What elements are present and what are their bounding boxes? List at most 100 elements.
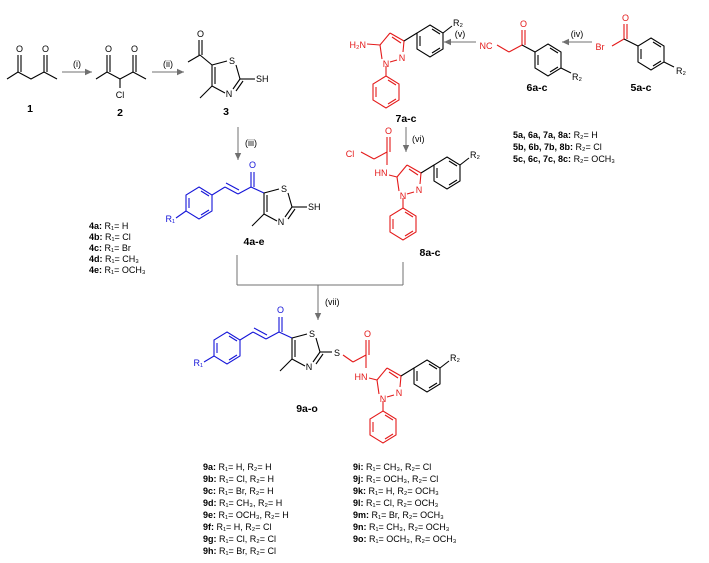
atom-label: S — [309, 329, 315, 339]
atom-label: R₂ — [470, 150, 480, 160]
svg-text:9j: R₁= OCH₃, R₂= Cl: 9j: R₁= OCH₃, R₂= Cl — [353, 474, 438, 484]
legend-4-sub: R₁= CH₃ — [105, 254, 139, 264]
atom-label: N — [400, 191, 407, 201]
atom-label: R₂ — [572, 72, 582, 82]
compound-1-structure: O O — [6, 44, 58, 80]
atom-label: O — [131, 44, 138, 54]
compound-2-label: 2 — [117, 107, 123, 119]
legend-5-sub: R₂= OCH₃ — [574, 154, 616, 164]
svg-text:9m: R₁= Br, R₂= OCH₃: 9m: R₁= Br, R₂= OCH₃ — [353, 510, 444, 520]
step-iii-label: (iii) — [245, 138, 257, 148]
legend-5-sub: R₂= Cl — [576, 142, 602, 152]
legend-9-id: 9c: — [203, 486, 216, 496]
legend-9-id: 9k: — [353, 486, 366, 496]
legend-9-id: 9j: — [353, 474, 364, 484]
legend-9-id: 9i: — [353, 462, 364, 472]
atom-label: R₁ — [165, 214, 175, 224]
svg-text:9b: R₁= Cl, R₂= H: 9b: R₁= Cl, R₂= H — [203, 474, 274, 484]
legend-9-id: 9m: — [353, 510, 369, 520]
atom-label: Br — [596, 42, 605, 52]
legend-9-sub: R₁= Br, R₂= H — [219, 486, 274, 496]
legend-9-sub: R₁= Br, R₂= Cl — [219, 546, 276, 556]
legend-9-id: 9e: — [203, 510, 216, 520]
compound-2-structure: O O Cl — [95, 44, 147, 100]
svg-text:9e: R₁= OCH₃, R₂= H: 9e: R₁= OCH₃, R₂= H — [203, 510, 289, 520]
svg-text:9l: R₁= Cl, R₂= OCH₃: 9l: R₁= Cl, R₂= OCH₃ — [353, 498, 439, 508]
legend-4-sub: R₁= OCH₃ — [105, 265, 146, 275]
atom-label: N — [226, 89, 233, 99]
step-v-label: (v) — [455, 29, 466, 39]
compound-1-label: 1 — [27, 103, 33, 115]
compound-5-structure: Br O R₂ — [596, 13, 687, 76]
legend-5-id: 5c, 6c, 7c, 8c: — [513, 154, 571, 164]
legend-9-sub: R₁= CH₃, R₂= H — [219, 498, 282, 508]
svg-text:9h: R₁= Br, R₂= Cl: 9h: R₁= Br, R₂= Cl — [203, 546, 276, 556]
svg-text:9d: R₁= CH₃, R₂= H: 9d: R₁= CH₃, R₂= H — [203, 498, 282, 508]
atom-label: O — [520, 19, 527, 29]
svg-text:4a: R₁= H: 4a: R₁= H — [89, 221, 128, 231]
svg-text:9f: R₁= H, R₂= Cl: 9f: R₁= H, R₂= Cl — [203, 522, 272, 532]
svg-text:9n: R₁= CH₃, R₂= OCH₃: 9n: R₁= CH₃, R₂= OCH₃ — [353, 522, 450, 532]
legend-9-sub: R₁= H, R₂= H — [219, 462, 272, 472]
compound-3-structure: O S N SH — [187, 29, 269, 99]
convergence-lines — [236, 255, 404, 286]
compound-6-label: 6a-c — [526, 82, 547, 94]
atom-label: SH — [308, 202, 321, 212]
legend-9-sub: R₁= H, R₂= OCH₃ — [369, 486, 440, 496]
atom-label: HN — [355, 372, 368, 382]
atom-label: N — [416, 185, 423, 195]
atom-label: O — [105, 44, 112, 54]
legend-9-sub: R₁= Br, R₂= OCH₃ — [372, 510, 445, 520]
legend-9-id: 9h: — [203, 546, 217, 556]
legend-4-id: 4d: — [89, 254, 103, 264]
svg-text:9c: R₁= Br, R₂= H: 9c: R₁= Br, R₂= H — [203, 486, 274, 496]
atom-label: R₂ — [450, 353, 460, 363]
atom-label: H₂N — [350, 40, 367, 50]
svg-text:9k: R₁= H, R₂= OCH₃: 9k: R₁= H, R₂= OCH₃ — [353, 486, 439, 496]
atom-label: N — [306, 362, 313, 372]
legend-4-sub: R₁= H — [105, 221, 129, 231]
legend-5-id: 5a, 6a, 7a, 8a: — [513, 130, 571, 140]
compound-4-label: 4a-e — [243, 236, 264, 248]
legend-9-sub: R₁= H, R₂= Cl — [217, 522, 272, 532]
step-i-label: (i) — [73, 59, 81, 69]
step-vi-label: (vi) — [412, 134, 425, 144]
legend-9-id: 9g: — [203, 534, 217, 544]
atom-label: O — [277, 305, 284, 315]
legend-9-sub: R₁= Cl, R₂= OCH₃ — [366, 498, 439, 508]
svg-text:4d: R₁= CH₃: 4d: R₁= CH₃ — [89, 254, 139, 264]
atom-label: SH — [256, 74, 269, 84]
step-iv-label: (iv) — [571, 29, 584, 39]
legend-9-sub: R₁= Cl, R₂= H — [219, 474, 274, 484]
compound-3-label: 3 — [223, 106, 229, 118]
step-vii-label: (vii) — [325, 297, 340, 307]
atom-label: R₂ — [676, 66, 686, 76]
step-ii-label: (ii) — [163, 59, 173, 69]
legend-9-id: 9l: — [353, 498, 364, 508]
legend-4: 4a: R₁= H 4b: R₁= Cl 4c: R₁= Br 4d: R₁= … — [89, 221, 146, 275]
atom-label: S — [281, 184, 287, 194]
legend-9-id: 9a: — [203, 462, 216, 472]
atom-label: N — [383, 59, 390, 69]
legend-4-id: 4a: — [89, 221, 102, 231]
legend-9-left: 9a: R₁= H, R₂= H 9b: R₁= Cl, R₂= H 9c: R… — [203, 462, 289, 556]
compound-5-label: 5a-c — [630, 82, 651, 94]
svg-text:9a: R₁= H, R₂= H: 9a: R₁= H, R₂= H — [203, 462, 272, 472]
atom-label: O — [16, 44, 23, 54]
atom-label: O — [42, 44, 49, 54]
legend-4-id: 4b: — [89, 232, 103, 242]
legend-9-sub: R₁= Cl, R₂= Cl — [219, 534, 276, 544]
svg-text:4c: R₁= Br: 4c: R₁= Br — [89, 243, 131, 253]
atom-label: R₁ — [193, 358, 203, 368]
legend-4-id: 4c: — [89, 243, 102, 253]
atom-label: O — [197, 29, 204, 39]
legend-9-sub: R₁= CH₃, R₂= Cl — [366, 462, 431, 472]
legend-9-id: 9b: — [203, 474, 217, 484]
legend-9-id: 9f: — [203, 522, 214, 532]
atom-label: O — [385, 126, 392, 136]
compound-8-label: 8a-c — [419, 247, 440, 259]
legend-9-sub: R₁= OCH₃, R₂= OCH₃ — [369, 534, 457, 544]
atom-label: O — [622, 13, 629, 23]
legend-9-id: 9d: — [203, 498, 217, 508]
atom-label: O — [364, 329, 371, 339]
